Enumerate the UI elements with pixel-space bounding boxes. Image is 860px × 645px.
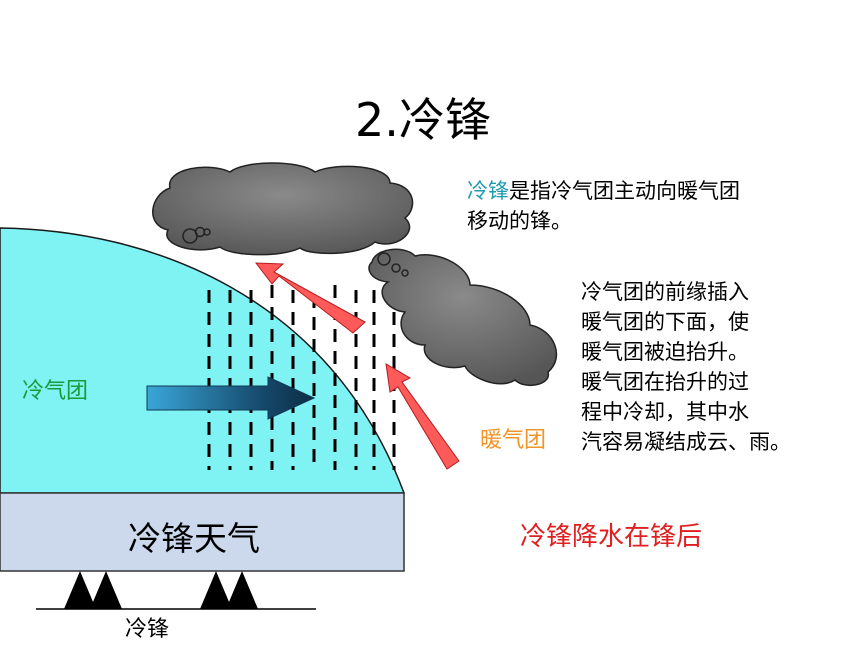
cold-front-symbol: [36, 571, 316, 610]
ground-band: [0, 492, 405, 572]
definition-rest: 是指冷气团主动向暖气团: [509, 179, 740, 203]
description-line: 暖气团的下面，使: [581, 310, 749, 334]
definition-keyword: 冷锋: [467, 179, 509, 203]
description-line: 暖气团在抬升的过: [581, 370, 749, 394]
lower-cloud: [368, 248, 558, 387]
description-line: 程中冷却，其中水: [581, 400, 749, 424]
warm-air-arrow-lower: [385, 363, 460, 470]
cold-front-weather-label: 冷锋天气: [128, 519, 260, 558]
description-line: 汽容易凝结成云、雨。: [581, 430, 791, 454]
process-description: 冷气团的前缘插入 暖气团的下面，使 暖气团被迫抬升。 暖气团在抬升的过 程中冷却…: [581, 277, 791, 457]
cold-front-definition: 冷锋是指冷气团主动向暖气团 移动的锋。: [467, 176, 740, 236]
definition-line-2: 移动的锋。: [467, 209, 572, 233]
warm-air-arrow-upper: [254, 262, 366, 334]
slide-title: 2.冷锋: [355, 93, 491, 147]
front-symbol-label: 冷锋: [125, 617, 170, 642]
description-line: 冷气团的前缘插入: [581, 280, 749, 304]
cold-air-mass-shape: [0, 227, 406, 494]
cold-air-arrow: [146, 376, 316, 420]
description-line: 暖气团被迫抬升。: [581, 340, 749, 364]
cold-air-mass-label: 冷气团: [22, 379, 89, 404]
precipitation-note: 冷锋降水在锋后: [520, 522, 703, 552]
upper-cloud: [152, 162, 414, 256]
warm-air-mass-label: 暖气团: [480, 428, 547, 453]
